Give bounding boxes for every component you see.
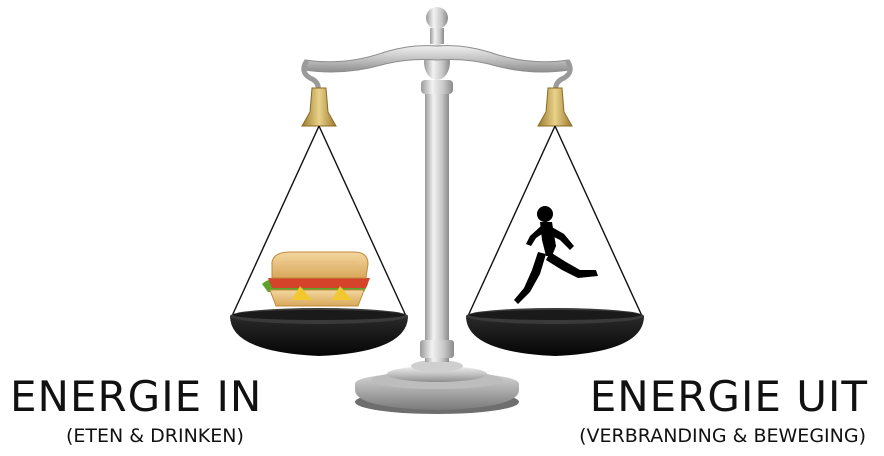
energy-in-subtitle: (ETEN & DRINKEN) [66,425,244,447]
energy-in-title: ENERGIE IN [10,372,263,421]
right-pan [466,308,644,356]
right-hanger [467,87,643,317]
left-pan [230,308,408,356]
runner-icon [514,206,598,304]
scale-pillar [420,7,454,362]
scale-beam [301,45,573,95]
energy-out-title: ENERGIE UIT [589,372,868,421]
sandwich-icon [262,251,370,307]
left-hanger [231,87,407,317]
energy-out-subtitle: (VERBRANDING & BEWEGING) [579,425,866,447]
scale-base [355,360,519,414]
